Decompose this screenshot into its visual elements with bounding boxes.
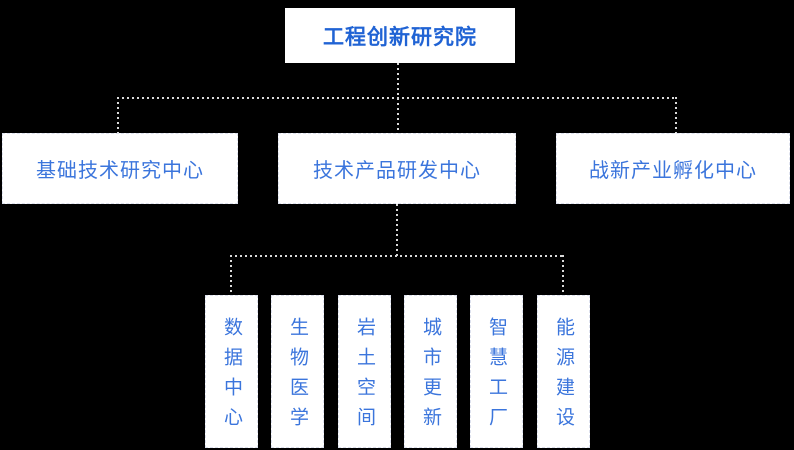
node-label: 岩土空间 bbox=[354, 317, 375, 437]
node-label: 智慧工厂 bbox=[486, 317, 507, 437]
connector-level2-horizontal bbox=[117, 97, 677, 99]
node-root: 工程创新研究院 bbox=[285, 8, 515, 63]
connector-mid-drop bbox=[396, 204, 398, 257]
node-data-center: 数据中心 bbox=[205, 295, 258, 448]
node-basic-tech-research-center: 基础技术研究中心 bbox=[2, 133, 238, 204]
node-label: 技术产品研发中心 bbox=[313, 160, 481, 182]
node-label: 城市更新 bbox=[420, 317, 441, 437]
node-label: 能源建设 bbox=[553, 317, 574, 437]
connector-level2-left-drop bbox=[117, 97, 119, 134]
node-tech-product-rd-center: 技术产品研发中心 bbox=[278, 133, 516, 204]
node-label: 基础技术研究中心 bbox=[36, 160, 204, 182]
node-label: 战新产业孵化中心 bbox=[589, 160, 757, 182]
node-biomedicine: 生物医学 bbox=[271, 295, 324, 448]
node-urban-renewal: 城市更新 bbox=[404, 295, 457, 448]
connector-level2-right-drop bbox=[675, 97, 677, 134]
connector-level3-right-drop bbox=[562, 255, 564, 296]
node-label: 生物医学 bbox=[287, 317, 308, 437]
node-smart-factory: 智慧工厂 bbox=[470, 295, 523, 448]
connector-level3-horizontal bbox=[230, 255, 564, 257]
node-energy-construction: 能源建设 bbox=[537, 295, 590, 448]
node-label: 数据中心 bbox=[221, 317, 242, 437]
connector-level3-left-drop bbox=[230, 255, 232, 296]
node-root-label: 工程创新研究院 bbox=[323, 25, 477, 49]
node-geotechnical-space: 岩土空间 bbox=[338, 295, 391, 448]
node-strategic-industry-incubation-center: 战新产业孵化中心 bbox=[556, 133, 790, 204]
